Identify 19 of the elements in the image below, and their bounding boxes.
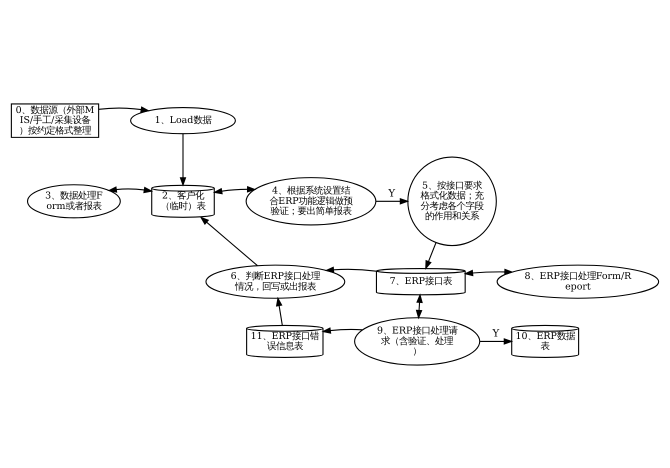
node-ellipse: 8、ERP接口处理Form/Report [496, 264, 660, 298]
edge-label: Y [388, 188, 396, 199]
arrow [416, 292, 423, 319]
arrow [321, 326, 362, 334]
arrow [180, 133, 186, 186]
arrow [324, 266, 376, 273]
node-circle: 5、按接口要求格式化数据；充分考虑各个字段的作用和关系 [407, 156, 497, 246]
arrow [464, 268, 514, 276]
arrow [376, 197, 410, 204]
arrow [480, 338, 514, 344]
arrow [425, 242, 436, 270]
arrow [200, 216, 258, 266]
edge-label: Y [492, 328, 500, 339]
node-ellipse: 9、ERP接口处理请求（含验证、处理） [354, 316, 480, 366]
arrow [276, 296, 283, 325]
arrow [98, 106, 150, 112]
arrow [107, 186, 154, 193]
node-box: 0、数据源（外部MIS/手工/采集设备）按约定格式整理 [10, 102, 100, 138]
arrow [212, 185, 256, 194]
